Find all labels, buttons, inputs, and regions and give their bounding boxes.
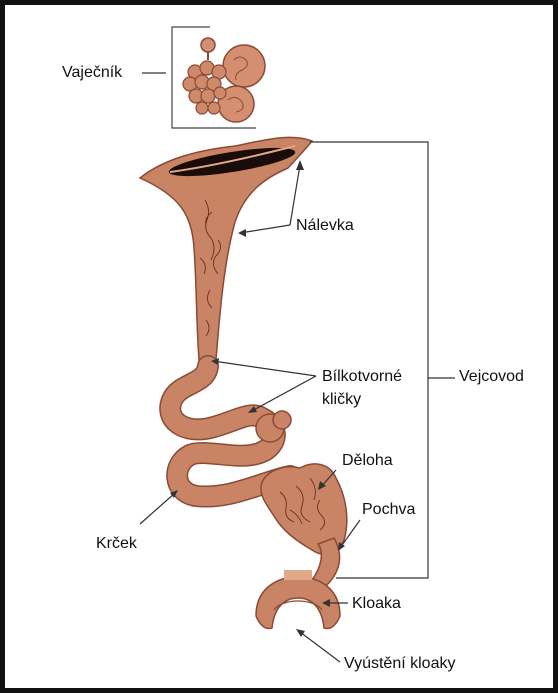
- label-krcek: Krček: [96, 534, 137, 554]
- label-vajecnik: Vaječník: [62, 63, 122, 83]
- label-nalevka: Nálevka: [296, 216, 354, 236]
- label-bilkotvorne: Bílkotvorné: [322, 367, 402, 387]
- krcek-pointer: [140, 493, 175, 524]
- vyusteni-pointer: [300, 632, 340, 662]
- ovary-follicles: [183, 38, 265, 122]
- label-kloaka: Kloaka: [352, 594, 401, 614]
- label-vejcovod: Vejcovod: [459, 367, 524, 387]
- label-klicky: kličky: [322, 390, 361, 410]
- label-vyusteni-kloaky: Vyústění kloaky: [344, 654, 455, 674]
- oviduct-body: [140, 137, 347, 628]
- label-pochva: Pochva: [362, 500, 415, 520]
- label-deloha: Děloha: [342, 451, 393, 471]
- bilkotvorne-pointer: [213, 361, 316, 412]
